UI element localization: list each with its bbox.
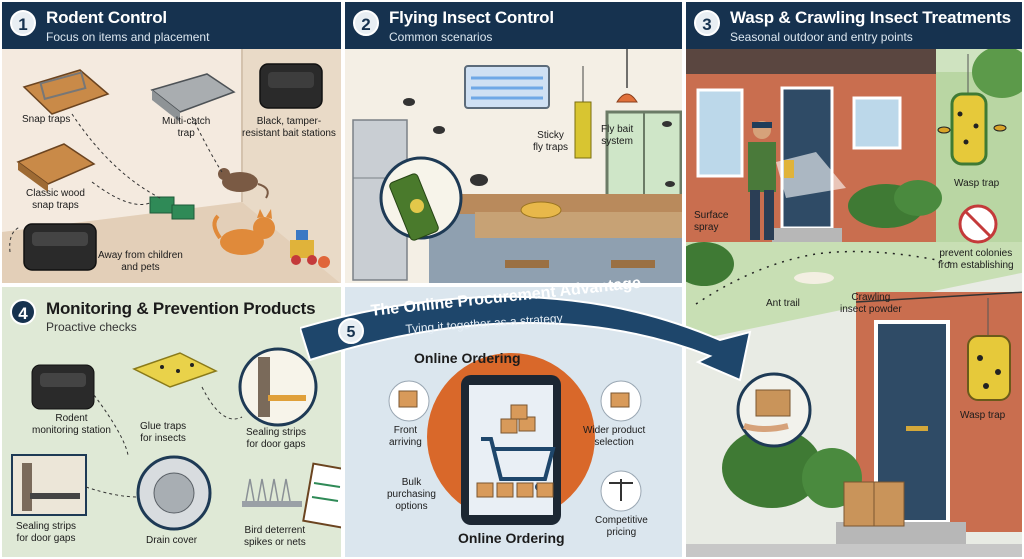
panel-header: 3 Wasp & Crawling Insect Treatments Seas… [686,2,1022,49]
package-icon [843,481,905,527]
clipboard-icon [302,462,341,530]
step-number-badge: 4 [10,299,36,325]
house-exterior-scene [686,46,1022,557]
sealing-strip-left-icon [11,454,87,516]
panel-header: 2 Flying Insect Control Common scenarios [345,2,682,49]
scale-icon [600,470,642,512]
procurement-arc-band [300,295,752,382]
sealing-strip-icon [238,347,318,427]
fly-icon [403,98,675,187]
panel-subtitle: Focus on items and placement [46,30,210,44]
online-ordering-heading: Online Ordering [414,350,521,366]
step-number-badge: 3 [694,10,720,36]
wider-selection-icon [600,380,642,422]
panel-header: 1 Rodent Control Focus on items and plac… [2,2,341,49]
sticky-fly-trap-icon [574,66,592,159]
panel-monitoring-prevention: 4 Monitoring & Prevention Products Proac… [0,285,343,559]
label-wasp-trap-2: Wasp trap [960,410,1006,421]
panel-wasp-crawling: 3 Wasp & Crawling Insect Treatments Seas… [684,0,1024,559]
label-wasp-trap-1: Wasp trap [954,178,1000,189]
front-arriving-icon [388,380,430,422]
bait-station-icon [259,63,323,109]
step-number-badge: 2 [353,10,379,36]
rodent-scene [2,49,341,283]
panel-title: Monitoring & Prevention Products [46,299,316,318]
panel-subtitle: Seasonal outdoor and entry points [730,30,913,44]
label-bait-stations: Black, tamper-resistant bait stations [242,116,336,139]
bird-spikes-icon [242,478,302,507]
step-number-badge: 5 [338,318,364,344]
panel-title: Flying Insect Control [389,8,554,27]
label-snap-traps: Snap traps [22,114,71,125]
rodent-monitoring-station-icon [31,364,95,410]
wasp-trap-lower-icon [967,298,1011,401]
panel-title: Wasp & Crawling Insect Treatments [730,8,1011,27]
wasp-icon [937,124,1007,134]
label-ant-trail: Ant trail [766,298,800,309]
drain-cover-icon [136,455,212,531]
multi-catch-trap-icon [150,73,236,122]
step-number-badge: 1 [10,10,36,36]
delivery-hand-icon [736,372,812,448]
bait-blocks-icon [149,196,195,220]
uv-light-trap-icon [464,65,550,109]
panel-title: Rodent Control [46,8,167,27]
technician-icon [748,121,846,240]
spray-can-icon [379,156,463,241]
online-ordering-footer: Online Ordering [458,530,565,546]
classic-wood-trap-icon [16,143,96,192]
wasp-trap-icon [950,54,988,166]
glue-trap-icon [132,352,218,388]
snap-trap-icon [22,69,110,115]
panel-rodent-control: 1 Rodent Control Focus on items and plac… [0,0,343,285]
toy-icon [290,230,330,268]
kitchen-scene [345,49,682,283]
cat-icon [212,209,275,255]
bait-station-bottom-icon [23,223,97,271]
label-drain-cover: Drain cover [146,535,198,546]
panel-header: 4 Monitoring & Prevention Products Proac… [2,287,341,334]
bulk-boxes-icon [476,482,554,498]
panel-subtitle: Proactive checks [46,320,137,334]
prevent-colonies-icon [958,204,998,244]
panel-flying-insect-control: 2 Flying Insect Control Common scenarios… [343,0,684,285]
monitoring-scene [2,287,341,557]
panel-subtitle: Common scenarios [389,30,493,44]
